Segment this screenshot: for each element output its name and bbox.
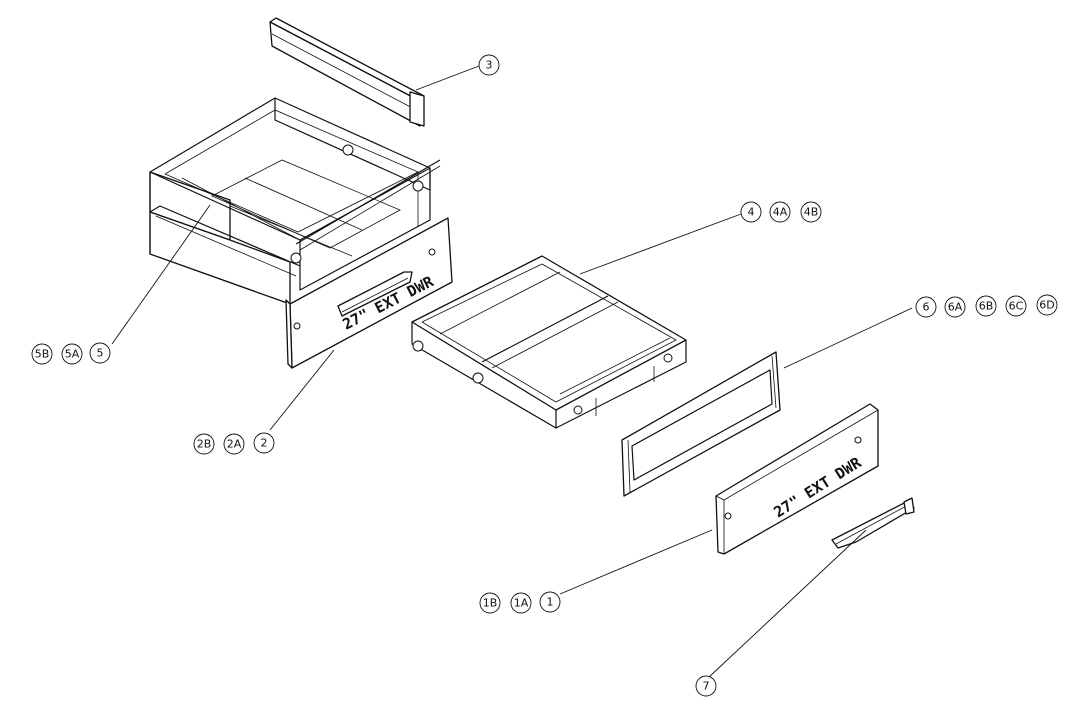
balloon-2b: 2B (193, 433, 215, 455)
balloon-4: 4 (740, 201, 762, 223)
balloon-7: 7 (695, 675, 717, 697)
svg-text:6D: 6D (1039, 299, 1054, 312)
balloon-5a: 5A (61, 343, 83, 365)
balloon-group-4: 4 4A 4B (740, 201, 822, 223)
svg-text:7: 7 (703, 680, 710, 693)
housing-front-part: 27" EXT DWR (285, 217, 453, 369)
leader-lines (111, 65, 913, 679)
balloon-group-6: 6 6A 6B 6C 6D (915, 294, 1058, 318)
balloon-4b: 4B (800, 201, 822, 223)
gasket-part (621, 351, 781, 497)
svg-text:2B: 2B (197, 438, 212, 451)
balloon-group-2: 2B 2A 2 (193, 432, 275, 455)
balloon-6: 6 (915, 296, 937, 318)
svg-text:6C: 6C (1009, 300, 1024, 313)
svg-text:4A: 4A (773, 206, 788, 219)
svg-text:4: 4 (748, 206, 755, 219)
svg-text:1A: 1A (514, 597, 529, 610)
svg-text:3: 3 (486, 59, 493, 72)
balloon-6b: 6B (975, 295, 997, 317)
balloon-5b: 5B (31, 343, 53, 365)
svg-text:2A: 2A (227, 438, 242, 451)
svg-text:2: 2 (261, 437, 268, 450)
svg-text:1B: 1B (483, 597, 498, 610)
svg-text:6B: 6B (979, 300, 994, 313)
top-rail-part (269, 17, 425, 127)
balloon-2a: 2A (223, 433, 245, 455)
balloon-3: 3 (478, 54, 500, 76)
balloon-4a: 4A (769, 201, 791, 223)
svg-text:5B: 5B (35, 348, 50, 361)
drawer-liner-part (411, 255, 687, 429)
balloon-1a: 1A (510, 592, 532, 614)
svg-text:1: 1 (547, 596, 554, 609)
balloon-group-5: 5B 5A 5 (31, 342, 111, 365)
balloon-group-1: 1B 1A 1 (479, 591, 561, 614)
svg-text:4B: 4B (804, 206, 819, 219)
drawer-housing-part (149, 97, 441, 305)
balloon-2: 2 (253, 432, 275, 454)
handle-part (831, 497, 915, 549)
balloon-6c: 6C (1005, 295, 1027, 317)
balloon-5: 5 (89, 342, 111, 364)
svg-text:6: 6 (923, 301, 930, 314)
svg-text:6A: 6A (948, 301, 963, 314)
balloon-6d: 6D (1036, 294, 1058, 316)
balloon-6a: 6A (944, 296, 966, 318)
svg-text:5: 5 (97, 347, 104, 360)
balloon-1b: 1B (479, 592, 501, 614)
balloon-1: 1 (539, 591, 561, 613)
svg-text:5A: 5A (65, 348, 80, 361)
